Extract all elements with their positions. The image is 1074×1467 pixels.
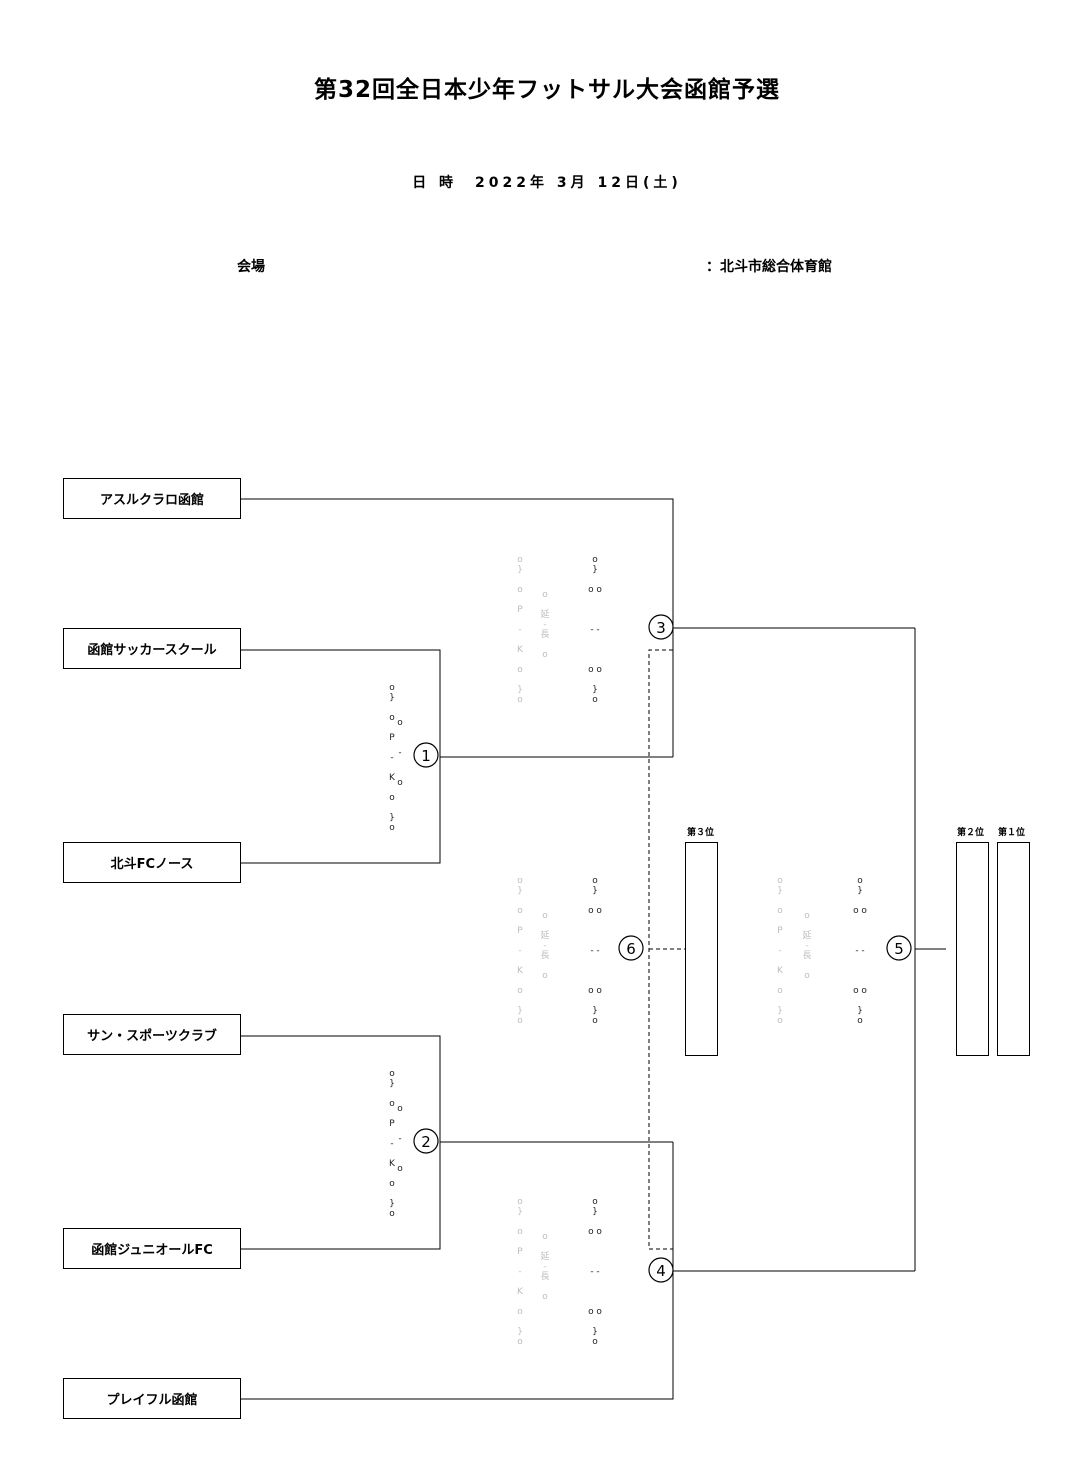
rank-label-second: 第２位	[957, 828, 985, 838]
line-team4-m2	[241, 1035, 441, 1250]
match-circle-5	[886, 935, 912, 961]
page-title: 第32回全日本少年フットサル大会函館予選	[313, 77, 780, 103]
score-block-m5-ext: o 延-長 o	[802, 911, 812, 981]
score-block-m1-right: o - o	[397, 718, 403, 788]
score-block-m4-pk: o} o P - K o }o	[517, 1197, 523, 1347]
line-team2-m1	[241, 649, 441, 757]
match-number-1: 1	[421, 747, 431, 765]
team-box-4: サン・スポーツクラブ	[63, 1014, 241, 1055]
score-block-m2-right: o - o	[397, 1104, 403, 1174]
score-block-m5-pk: o} o P - K o }o	[777, 876, 783, 1026]
match-number-3: 3	[656, 619, 666, 637]
team-box-1: アスルクラロ函館	[63, 478, 241, 519]
venue-value: ：北斗市総合体育館	[706, 259, 832, 275]
score-block-m5-main: o} o o - - o o }o	[853, 876, 867, 1026]
score-block-m3-pk: o} o P - K o }o	[517, 555, 523, 705]
match-number-6: 6	[626, 940, 636, 958]
score-block-m3-ext: o 延-長 o	[540, 590, 550, 660]
team-box-2: 函館サッカースクール	[63, 628, 241, 669]
match-circle-1	[413, 742, 439, 768]
match-circle-2	[413, 1128, 439, 1154]
score-block-m6-main: o} o o - - o o }o	[588, 876, 602, 1026]
line-team3-m1	[241, 757, 441, 864]
team-box-3: 北斗FCノース	[63, 842, 241, 883]
rank-box-third	[685, 842, 718, 1056]
match-circle-4	[648, 1257, 674, 1283]
team-box-5: 函館ジュニオールFC	[63, 1228, 241, 1269]
score-block-m1-left: o} o P - K o }o	[389, 683, 395, 833]
team-box-6: プレイフル函館	[63, 1378, 241, 1419]
match-number-5: 5	[894, 940, 904, 958]
score-block-m4-ext: o 延-長 o	[540, 1232, 550, 1302]
score-block-m4-main: o} o o - - o o }o	[588, 1197, 602, 1347]
venue-label: 会場	[237, 259, 265, 275]
score-block-m2-left: o} o P - K o }o	[389, 1069, 395, 1219]
match-circle-6	[618, 935, 644, 961]
score-block-m6-pk: o} o P - K o }o	[517, 876, 523, 1026]
match-circle-3	[648, 614, 674, 640]
rank-box-first	[997, 842, 1030, 1056]
match-number-4: 4	[656, 1262, 666, 1280]
rank-label-third: 第３位	[687, 828, 715, 838]
line-team1-m3	[241, 498, 674, 757]
score-block-m3-main: o} o o - - o o }o	[588, 555, 602, 705]
rank-label-first: 第１位	[998, 828, 1026, 838]
line-team6-m4	[241, 1142, 674, 1400]
score-block-m6-ext: o 延-長 o	[540, 911, 550, 981]
rank-box-second	[956, 842, 989, 1056]
match-number-2: 2	[421, 1133, 431, 1151]
event-date: 日 時 2022年 3月 12日(土)	[412, 175, 682, 191]
